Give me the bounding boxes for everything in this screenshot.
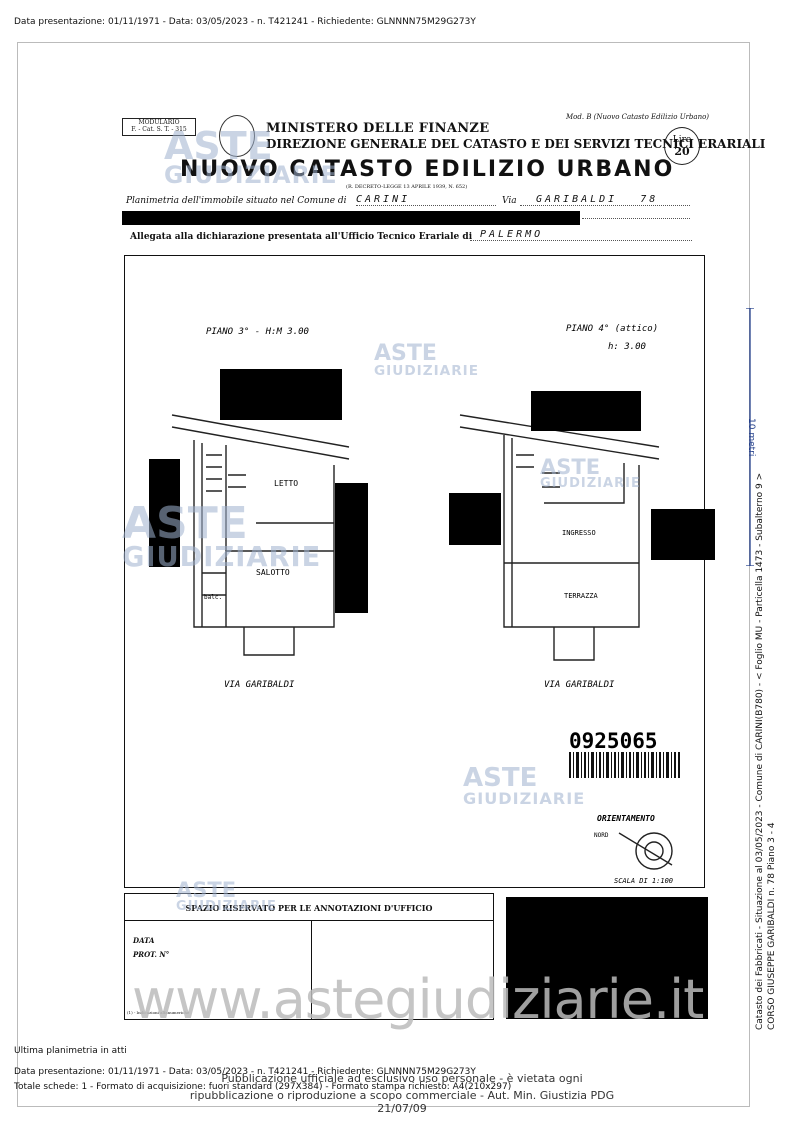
watermark-logo: ASTE GIUDIZIARIE — [164, 127, 338, 190]
redaction-block — [335, 483, 368, 613]
floor3-label: PIANO 3° - H:M 3.00 — [206, 327, 309, 337]
street-right: VIA GARIBALDI — [544, 680, 615, 690]
room-balcone: balc. — [204, 594, 222, 601]
floor4-height: h: 3.00 — [608, 342, 646, 352]
annotations-box: SPAZIO RISERVATO PER LE ANNOTAZIONI D'UF… — [124, 893, 494, 1020]
via-name: GARIBALDI — [536, 194, 618, 205]
watermark-logo: ASTE GIUDIZIARIE — [374, 341, 480, 379]
redaction-block — [220, 369, 342, 420]
barcode-icon — [569, 752, 680, 778]
allegata-label: Allegata alla dichiarazione presentata a… — [130, 232, 473, 242]
watermark-giudiziarie: GIUDIZIARIE — [164, 161, 338, 190]
watermark-logo: ASTE GIUDIZIARIE — [176, 878, 277, 914]
dotted-line — [582, 218, 690, 219]
mod-b-label: Mod. B (Nuovo Catasto Edilizio Urbano) — [566, 113, 710, 121]
scale-bar — [746, 308, 754, 566]
watermark-logo: ASTE GIUDIZIARIE — [463, 763, 586, 808]
page-frame — [17, 42, 750, 1107]
scala-label: SCALA DI 1:100 — [614, 877, 673, 885]
data-label: DATA — [133, 936, 155, 945]
redaction-block — [506, 897, 708, 1019]
annotations-title: SPAZIO RISERVATO PER LE ANNOTAZIONI D'UF… — [125, 894, 493, 921]
civico-value: 78 — [640, 194, 659, 205]
redaction-block — [149, 459, 180, 567]
watermark-logo: ASTE GIUDIZIARIE — [540, 455, 641, 491]
floor4-label: PIANO 4° (attico) — [566, 324, 658, 334]
annotations-divider — [311, 920, 312, 1019]
barcode-number: 0925065 — [569, 729, 658, 753]
room-terrazza: TERRAZZA — [564, 592, 599, 600]
publication-notice-2: ripubblicazione o riproduzione a scopo c… — [189, 1089, 615, 1115]
footer-line-2: Totale schede: 1 - Formato di acquisizio… — [14, 1082, 512, 1092]
watermark-aste: ASTE — [374, 341, 437, 366]
side-caption: Catasto dei Fabbricati - Situazione al 0… — [754, 473, 778, 1030]
scale-label: 10 metri — [746, 418, 756, 457]
ultima-planimetria: Ultima planimetria in atti — [14, 1046, 127, 1056]
document-header: Data presentazione: 01/11/1971 - Data: 0… — [14, 17, 476, 27]
watermark-aste: ASTE — [176, 878, 237, 902]
orientamento-label: ORIENTAMENTO — [597, 814, 655, 823]
small-print: (1) - Indicazioni alfanumeriche — [127, 1010, 190, 1015]
via-label: Via — [502, 196, 517, 206]
watermark-aste: ASTE — [540, 455, 601, 479]
nord-label: NORD — [594, 832, 609, 839]
form-title: NUOVO CATASTO EDILIZIO URBANO — [180, 157, 675, 182]
watermark-giudiziarie: GIUDIZIARIE — [540, 475, 641, 491]
watermark-giudiziarie: GIUDIZIARIE — [374, 362, 480, 379]
watermark-giudiziarie: GIUDIZIARIE — [463, 788, 586, 808]
floor-plan-drawing: PIANO 3° - H:M 3.00 PIANO 4° (attico) h:… — [171, 324, 680, 885]
redaction-block — [651, 509, 715, 560]
ufficio-value: PALERMO — [470, 229, 692, 241]
prot-label: PROT. N° — [133, 950, 170, 959]
comune-value: CARINI — [356, 194, 496, 206]
decreto-note: (R. DECRETO-LEGGE 13 APRILE 1939, N. 652… — [346, 184, 468, 190]
side-line-2: CORSO GIUSEPPE GARIBALDI n. 78 Piano 3 -… — [767, 822, 777, 1030]
footer-line-1: Data presentazione: 01/11/1971 - Data: 0… — [14, 1067, 476, 1077]
redaction-block — [449, 493, 501, 545]
lire-stamp: Lire 20 — [664, 127, 700, 165]
watermark-aste: ASTE — [122, 498, 248, 549]
watermark-aste: ASTE — [164, 124, 273, 168]
watermark-giudiziarie: GIUDIZIARIE — [176, 898, 277, 914]
side-line-1: Catasto dei Fabbricati - Situazione al 0… — [755, 472, 765, 1030]
redaction-block — [531, 391, 641, 431]
room-letto: LETTO — [274, 479, 298, 488]
watermark-site: www.astegiudiziarie.it — [132, 968, 704, 1031]
ministry-title: MINISTERO DELLE FINANZE — [266, 121, 490, 136]
watermark-giudiziarie: GIUDIZIARIE — [122, 541, 322, 573]
street-left: VIA GARIBALDI — [224, 680, 295, 690]
planimetria-line: Planimetria dell'immobile situato nel Co… — [126, 196, 347, 206]
room-salotto: SALOTTO — [256, 568, 290, 577]
redaction-bar — [122, 211, 580, 225]
modulario-code: F. - Cat. S. T. - 315 — [131, 126, 187, 133]
direzione-title: DIREZIONE GENERALE DEL CATASTO E DEI SER… — [266, 137, 766, 151]
modulario-box: MODULARIO F. - Cat. S. T. - 315 — [122, 118, 196, 136]
lire-value: 20 — [674, 145, 690, 158]
emblem-icon — [219, 115, 255, 157]
watermark-logo: ASTE GIUDIZIARIE — [122, 502, 322, 573]
floor-plan-area — [124, 255, 705, 888]
room-ingresso: INGRESSO — [562, 529, 596, 537]
modulario-label: MODULARIO — [138, 119, 180, 126]
publication-notice-1: Pubblicazione ufficiale ad esclusivo uso… — [221, 1072, 583, 1085]
watermark-aste: ASTE — [463, 763, 538, 793]
planimetria-label: Planimetria dell'immobile situato nel Co… — [126, 196, 347, 206]
lire-label: Lire — [672, 135, 692, 145]
via-value: GARIBALDI 78 — [520, 194, 690, 206]
